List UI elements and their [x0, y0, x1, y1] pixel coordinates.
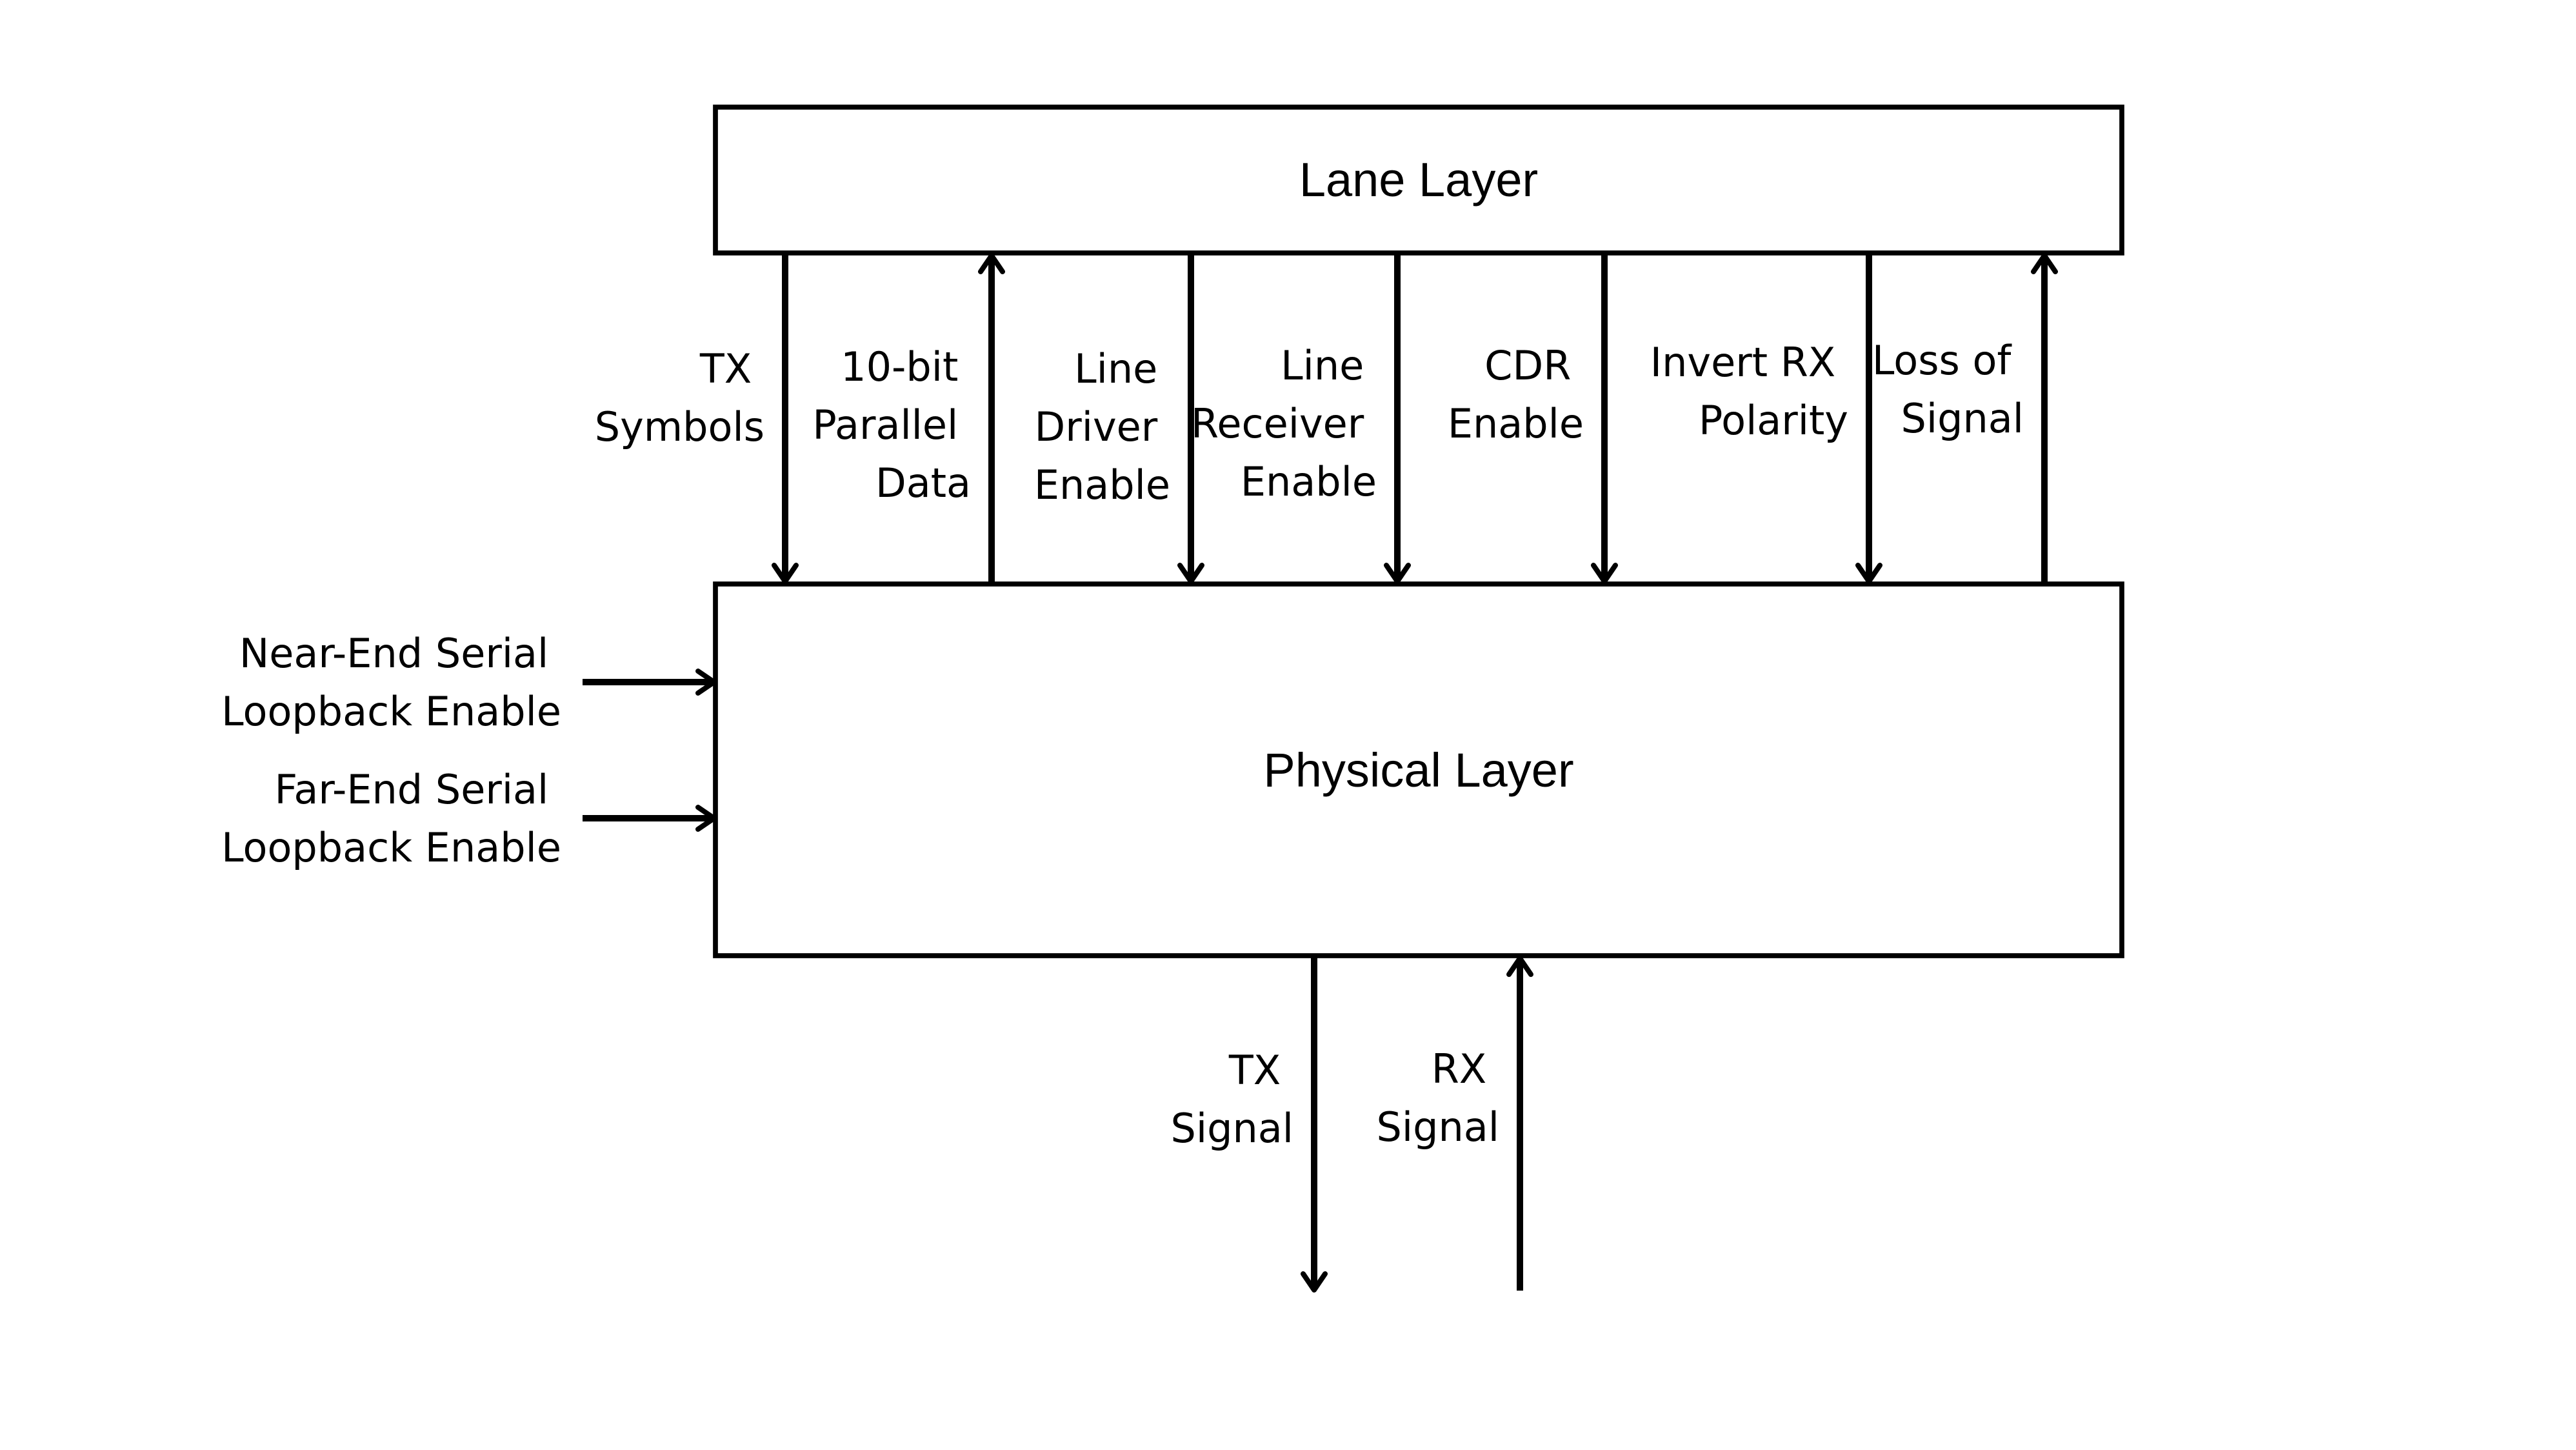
- line-driver-enable-connection: Line Driver Enable: [1034, 253, 1204, 584]
- parallel-data-arrowhead: [978, 253, 1005, 274]
- far-end-loopback-connection: Far-End Serial Loopback Enable: [221, 766, 717, 871]
- invert-rx-polarity-connection: Invert RX Polarity: [1650, 253, 1882, 584]
- far-end-loopback-arrowhead: [695, 805, 717, 832]
- lane-layer-box: [713, 105, 2124, 256]
- tx-symbols-label: TX Symbols: [595, 345, 764, 450]
- loss-of-signal-arrowhead: [2031, 253, 2058, 274]
- physical-layer-block: Physical Layer: [713, 581, 2124, 958]
- cdr-enable-connection: CDR Enable: [1448, 253, 1618, 584]
- physical-layer-box: [713, 581, 2124, 958]
- near-end-loopback-connection: Near-End Serial Loopback Enable: [221, 630, 717, 735]
- line-receiver-enable-arrowhead: [1384, 563, 1411, 584]
- physical-layer-title: Physical Layer: [1263, 743, 1573, 797]
- parallel-data-label: 10-bit Parallel Data: [812, 343, 971, 507]
- tx-signal-connection: TX Signal: [1171, 956, 1328, 1293]
- parallel-data-connection: 10-bit Parallel Data: [812, 253, 1005, 584]
- rx-signal-arrowhead: [1506, 956, 1533, 977]
- line-driver-enable-arrowhead: [1177, 563, 1204, 584]
- line-driver-enable-label: Line Driver Enable: [1034, 345, 1170, 509]
- tx-symbols-connection: TX Symbols: [595, 253, 799, 584]
- invert-rx-polarity-label: Invert RX Polarity: [1650, 339, 1848, 444]
- cdr-enable-arrowhead: [1591, 563, 1618, 584]
- rx-signal-connection: RX Signal: [1377, 956, 1533, 1291]
- lane-layer-block: Lane Layer: [713, 105, 2124, 256]
- near-end-loopback-arrowhead: [695, 669, 717, 696]
- far-end-loopback-label: Far-End Serial Loopback Enable: [221, 766, 561, 871]
- invert-rx-polarity-arrowhead: [1855, 563, 1882, 584]
- tx-symbols-arrowhead: [772, 563, 799, 584]
- lane-layer-title: Lane Layer: [1299, 153, 1538, 206]
- line-receiver-enable-connection: Line Receiver Enable: [1191, 253, 1411, 584]
- tx-signal-label: TX Signal: [1171, 1047, 1293, 1152]
- loss-of-signal-connection: Loss of Signal: [1872, 253, 2058, 584]
- tx-signal-arrowhead: [1301, 1271, 1328, 1293]
- rx-signal-label: RX Signal: [1377, 1045, 1499, 1151]
- line-receiver-enable-label: Line Receiver Enable: [1191, 342, 1377, 505]
- loss-of-signal-label: Loss of Signal: [1872, 337, 2024, 442]
- near-end-loopback-label: Near-End Serial Loopback Enable: [221, 630, 561, 735]
- cdr-enable-label: CDR Enable: [1448, 342, 1584, 447]
